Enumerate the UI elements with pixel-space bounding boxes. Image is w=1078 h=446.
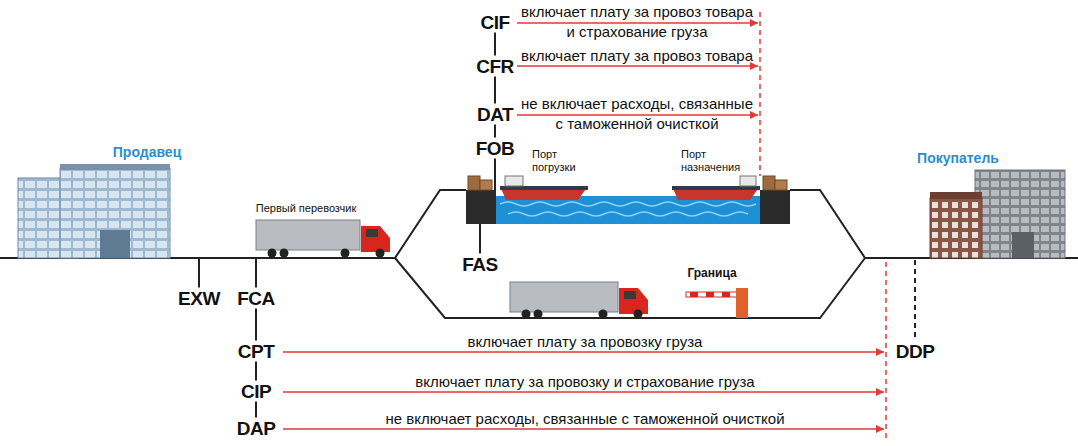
seller-building (18, 164, 170, 258)
truck (256, 220, 390, 258)
incoterm-code: FOB (474, 138, 517, 159)
sea-port-part (508, 212, 748, 216)
border-barrier (686, 288, 748, 318)
truck-part (534, 310, 543, 319)
incoterm-code: EXW (176, 288, 222, 309)
term-stems-part (479, 224, 481, 254)
truck-part (376, 249, 385, 258)
cost-arrow (283, 351, 884, 353)
border-barrier-part (686, 292, 738, 297)
sea-port-part (500, 202, 756, 206)
cost-note: не включает расходы, связанные с таможен… (290, 410, 880, 428)
buyer-building-part (930, 192, 982, 199)
incoterm-code: FAS (460, 254, 499, 275)
border-barrier-part (736, 288, 748, 318)
truck-part (256, 220, 360, 250)
sea-port-part (495, 196, 760, 224)
seller-building-part (100, 230, 130, 258)
cost-note: включает плату за провозку и страхование… (290, 373, 880, 391)
party-label: Продавец (113, 145, 181, 159)
border-label: Граница (687, 267, 736, 279)
truck-part (280, 249, 289, 258)
delivery-point (760, 12, 886, 442)
buyer-building-part (1012, 232, 1034, 258)
sea-port-part (760, 190, 790, 224)
seller-building-part (60, 164, 170, 170)
carrier-label: Первый перевозчик (256, 203, 356, 214)
border-barrier-part (706, 292, 714, 297)
truck-part (599, 310, 608, 319)
delivery-point-part (759, 12, 761, 176)
incoterm-code: FCA (235, 288, 277, 309)
cost-arrow (283, 428, 884, 430)
border-barrier-part (722, 292, 730, 297)
incoterm-code: CIF (478, 12, 511, 33)
term-stems-part (198, 258, 200, 288)
delivery-point-part (885, 262, 887, 442)
sea-port-part (466, 190, 496, 224)
cost-note: включает плату за провоз товара (520, 47, 754, 65)
sea-port-part (480, 180, 492, 190)
term-stems-part (914, 260, 916, 340)
port-label: Порт назначения (681, 148, 747, 174)
incoterm-code: CPT (236, 341, 277, 362)
incoterm-code: CFR (474, 56, 516, 77)
port-label: Порт погрузки (532, 148, 602, 174)
incoterm-code: DDP (894, 341, 937, 362)
sea-port-part (468, 176, 480, 190)
truck-part (522, 310, 531, 319)
truck-part (619, 288, 648, 314)
truck-part (510, 282, 618, 312)
ship-part (672, 186, 760, 200)
incoterm-code: DAT (475, 104, 515, 125)
ship-part (500, 186, 588, 200)
truck-part (366, 229, 378, 237)
buyer-building (930, 170, 1065, 258)
buyer-building-part (975, 170, 1065, 258)
truck-part (624, 291, 636, 299)
sea-port-part (775, 180, 787, 190)
truck-part (634, 310, 643, 319)
sea-port-part (763, 176, 775, 190)
incoterm-code: CIP (239, 381, 273, 402)
truck-part (341, 249, 350, 258)
border-barrier-part (690, 292, 698, 297)
party-label: Покупатель (917, 151, 999, 165)
cost-note: не включает расходы, связанные с таможен… (520, 94, 754, 134)
seller-building-part (60, 168, 170, 258)
sea-port (466, 176, 790, 224)
truck (510, 282, 648, 319)
buyer-building-part (930, 198, 982, 258)
ship-part (672, 186, 760, 190)
cost-note: включает плату за провозку груза (290, 333, 880, 351)
term-stems (199, 22, 915, 428)
truck-part (268, 249, 277, 258)
cost-arrow (283, 391, 884, 393)
incoterm-code: DAP (235, 418, 278, 439)
ship (672, 176, 760, 200)
ship-part (505, 176, 523, 186)
cost-note: включает плату за провоз товара и страхо… (520, 2, 754, 42)
ship-part (740, 176, 756, 186)
ship (500, 176, 588, 200)
ship-part (500, 186, 588, 190)
cost-arrow (517, 65, 758, 67)
truck-part (361, 226, 390, 252)
